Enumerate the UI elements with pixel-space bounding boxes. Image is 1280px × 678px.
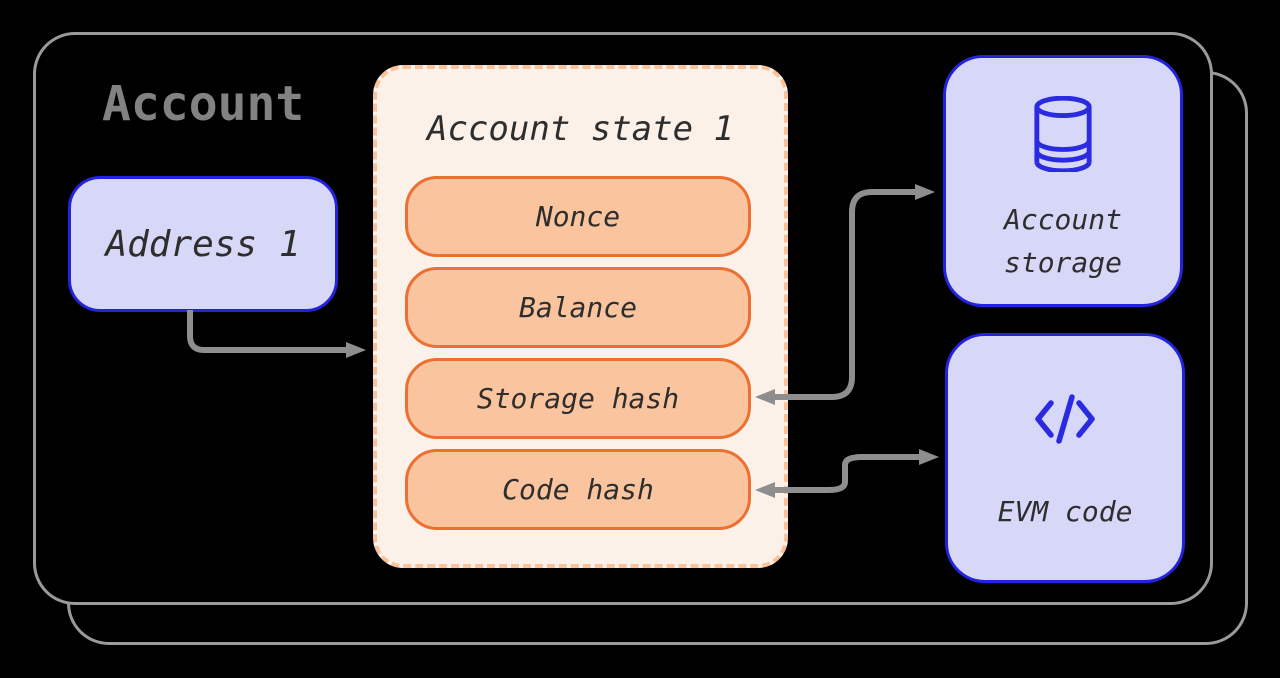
address-box: Address 1: [68, 176, 338, 312]
account-heading: Account: [102, 76, 305, 132]
state-field-code-hash: Code hash: [405, 449, 751, 530]
code-icon: [1033, 390, 1097, 448]
account-storage-label: Account storage: [1004, 198, 1122, 285]
address-label: Address 1: [105, 223, 301, 265]
account-storage-box: Account storage: [943, 55, 1183, 307]
account-storage-label-line1: Account: [1003, 203, 1122, 236]
state-field-balance: Balance: [405, 267, 751, 348]
database-icon: [1032, 96, 1094, 172]
account-state-title: Account state 1: [426, 109, 735, 149]
state-field-storage-hash: Storage hash: [405, 358, 751, 439]
account-storage-label-line2: storage: [1003, 246, 1122, 280]
evm-code-box: EVM code: [945, 333, 1185, 583]
account-state-container: Account state 1 Nonce Balance Storage ha…: [373, 65, 788, 568]
evm-code-label: EVM code: [997, 495, 1133, 528]
state-field-nonce: Nonce: [405, 176, 751, 257]
